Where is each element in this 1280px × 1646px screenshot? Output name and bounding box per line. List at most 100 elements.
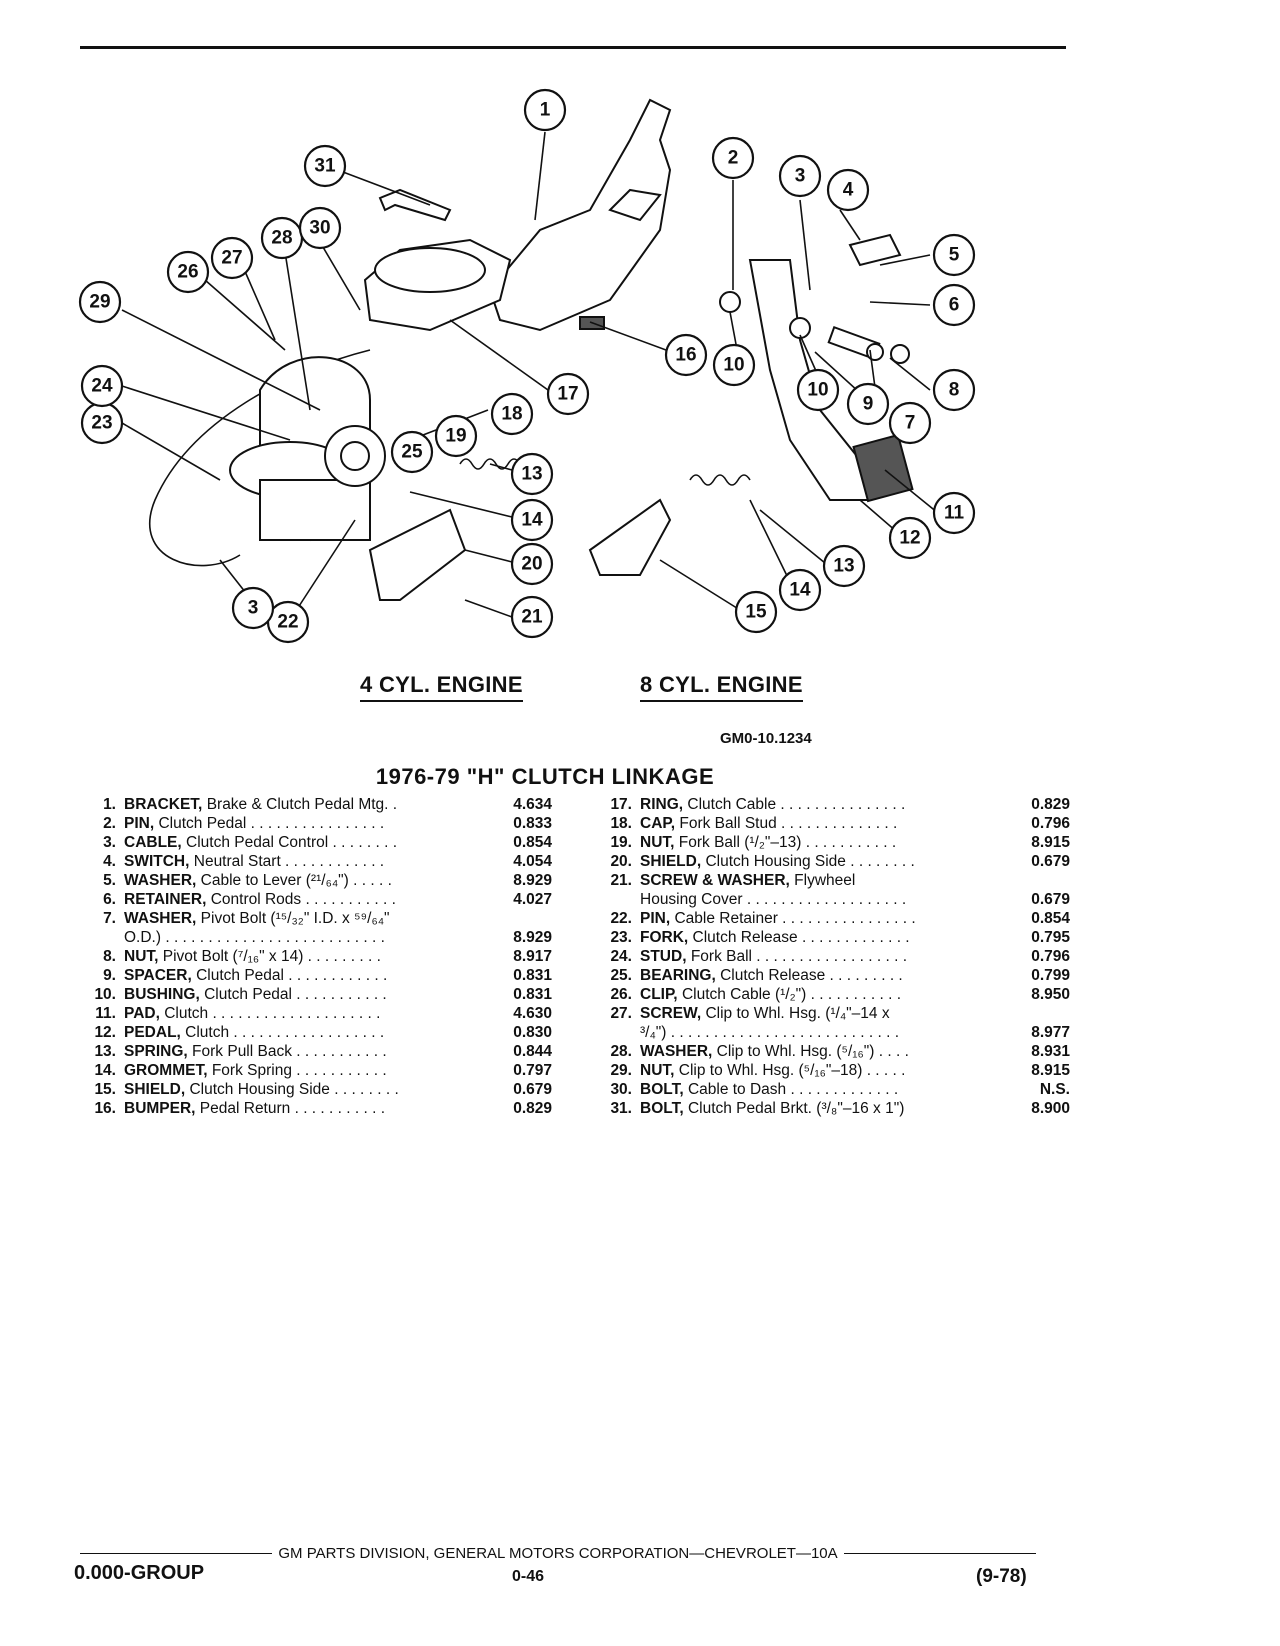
group-number: 0.844 xyxy=(513,1043,552,1060)
part-description: BOLT, Cable to Dash . . . . . . . . . . … xyxy=(640,1080,996,1099)
part-name: PAD, xyxy=(124,1005,160,1022)
part-name: BOLT, xyxy=(640,1100,684,1117)
svg-text:23: 23 xyxy=(91,413,112,434)
parts-list-row: O.D.) . . . . . . . . . . . . . . . . . … xyxy=(74,928,552,947)
parts-list-row: 25.BEARING, Clutch Release . . . . . . .… xyxy=(590,966,1070,985)
part-detail: Clip to Whl. Hsg. (⁵/₁₆"–18) . . . . . xyxy=(678,1062,906,1079)
callout-16: 16 xyxy=(664,333,708,377)
part-number: 28. xyxy=(610,1043,632,1060)
part-number: 4. xyxy=(103,853,116,870)
parts-list-row: 30.BOLT, Cable to Dash . . . . . . . . .… xyxy=(590,1080,1070,1099)
group-number: 8.929 xyxy=(513,872,552,889)
part-name: RETAINER, xyxy=(124,891,207,908)
part-detail: Fork Ball (¹/₂"–13) . . . . . . . . . . … xyxy=(678,834,897,851)
svg-text:31: 31 xyxy=(314,156,336,177)
parts-list-row: 24.STUD, Fork Ball . . . . . . . . . . .… xyxy=(590,947,1070,966)
part-description: Housing Cover . . . . . . . . . . . . . … xyxy=(640,890,996,909)
part-detail: Fork Ball Stud . . . . . . . . . . . . .… xyxy=(679,815,898,832)
section-title: 1976-79 "H" CLUTCH LINKAGE xyxy=(375,764,715,789)
svg-text:1: 1 xyxy=(540,100,551,121)
part-detail: ³/₄") . . . . . . . . . . . . . . . . . … xyxy=(640,1024,900,1041)
callout-17: 17 xyxy=(546,372,590,416)
part-detail: Clutch Pedal . . . . . . . . . . . xyxy=(204,986,387,1003)
callouts: 1 2 3 4 5 6 7 8 9 10 10 11 12 13 13 14 1… xyxy=(78,88,976,644)
part-detail: Control Rods . . . . . . . . . . . xyxy=(210,891,396,908)
callout-26: 26 xyxy=(166,250,210,294)
group-number: 0.796 xyxy=(1031,948,1070,965)
part-number: 14. xyxy=(94,1062,116,1079)
part-number: 16. xyxy=(94,1100,116,1117)
part-name: SPRING, xyxy=(124,1043,188,1060)
part-detail: Cable to Dash . . . . . . . . . . . . . xyxy=(687,1081,899,1098)
part-number: 10. xyxy=(94,986,116,1003)
svg-text:24: 24 xyxy=(91,376,113,397)
parts-list-row: 11.PAD, Clutch . . . . . . . . . . . . .… xyxy=(74,1004,552,1023)
part-detail: Clutch Pedal Brkt. (³/₈"–16 x 1") xyxy=(687,1100,905,1117)
parts-list-row: 21.SCREW & WASHER, Flywheel xyxy=(590,871,1070,890)
svg-text:11: 11 xyxy=(944,503,965,524)
svg-text:12: 12 xyxy=(899,528,920,549)
parts-list-row: 10.BUSHING, Clutch Pedal . . . . . . . .… xyxy=(74,985,552,1004)
part-detail: Clutch Pedal . . . . . . . . . . . . xyxy=(196,967,388,984)
part-number: 15. xyxy=(94,1081,116,1098)
footer-rule-left xyxy=(80,1552,273,1555)
part-detail: Clutch Cable (¹/₂") . . . . . . . . . . … xyxy=(681,986,902,1003)
footer-group: 0.000-GROUP xyxy=(74,1562,205,1584)
svg-text:13: 13 xyxy=(833,556,854,577)
part-number: 8. xyxy=(103,948,116,965)
part-detail: Clutch . . . . . . . . . . . . . . . . .… xyxy=(164,1005,381,1022)
callout-31: 31 xyxy=(303,144,347,188)
part-detail: Fork Spring . . . . . . . . . . . xyxy=(211,1062,387,1079)
group-number: 0.831 xyxy=(513,967,552,984)
part-name: SCREW & WASHER, xyxy=(640,872,790,889)
callout-8: 8 xyxy=(932,368,976,412)
svg-text:3: 3 xyxy=(795,166,806,187)
callout-6: 6 xyxy=(932,283,976,327)
part-name: CLIP, xyxy=(640,986,678,1003)
svg-text:28: 28 xyxy=(271,228,292,249)
part-number: 9. xyxy=(103,967,116,984)
svg-text:6: 6 xyxy=(949,295,960,316)
part-name: CABLE, xyxy=(124,834,182,851)
part-number: 22. xyxy=(610,910,632,927)
part-description: WASHER, Clip to Whl. Hsg. (⁵/₁₆") . . . … xyxy=(640,1042,996,1061)
svg-text:19: 19 xyxy=(445,426,466,447)
callout-7: 7 xyxy=(888,401,932,445)
footer-division-text: GM PARTS DIVISION, GENERAL MOTORS CORPOR… xyxy=(278,1545,838,1562)
parts-list-row: ³/₄") . . . . . . . . . . . . . . . . . … xyxy=(590,1023,1070,1042)
part-name: WASHER, xyxy=(124,910,197,927)
footer-date: (9-78) xyxy=(976,1566,1027,1587)
group-number: 8.915 xyxy=(1031,1062,1070,1079)
callout-10b: 10 xyxy=(796,368,840,412)
part-description: PIN, Clutch Pedal . . . . . . . . . . . … xyxy=(124,814,478,833)
group-number: 0.679 xyxy=(1031,853,1070,870)
part-detail: Clutch Housing Side . . . . . . . . xyxy=(705,853,915,870)
callout-28: 28 xyxy=(260,216,304,260)
part-detail: Flywheel xyxy=(794,872,856,889)
parts-list-row: 15.SHIELD, Clutch Housing Side . . . . .… xyxy=(74,1080,552,1099)
svg-text:15: 15 xyxy=(745,602,767,623)
parts-list-row: 22.PIN, Cable Retainer . . . . . . . . .… xyxy=(590,909,1070,928)
svg-text:13: 13 xyxy=(521,464,542,485)
group-number: 4.027 xyxy=(513,891,552,908)
footer-division-line: GM PARTS DIVISION, GENERAL MOTORS CORPOR… xyxy=(80,1545,1037,1562)
part-detail: Clip to Whl. Hsg. (¹/₄"–14 x xyxy=(705,1005,890,1022)
group-number: 4.054 xyxy=(513,853,552,870)
part-detail: Clutch Pedal . . . . . . . . . . . . . .… xyxy=(158,815,385,832)
callout-14a: 14 xyxy=(510,498,554,542)
part-description: CAP, Fork Ball Stud . . . . . . . . . . … xyxy=(640,814,996,833)
part-name: BRACKET, xyxy=(124,796,203,813)
part-name: PIN, xyxy=(124,815,155,832)
part-name: NUT, xyxy=(640,834,675,851)
parts-list-row: 13.SPRING, Fork Pull Back . . . . . . . … xyxy=(74,1042,552,1061)
part-description: SPRING, Fork Pull Back . . . . . . . . .… xyxy=(124,1042,478,1061)
part-number: 2. xyxy=(103,815,116,832)
part-number: 20. xyxy=(610,853,632,870)
part-description: NUT, Pivot Bolt (⁷/₁₆" x 14) . . . . . .… xyxy=(124,947,478,966)
callout-20: 20 xyxy=(510,542,554,586)
callout-4: 4 xyxy=(826,168,870,212)
group-number: 0.854 xyxy=(513,834,552,851)
part-description: STUD, Fork Ball . . . . . . . . . . . . … xyxy=(640,947,996,966)
part-number: 19. xyxy=(610,834,632,851)
callout-29: 29 xyxy=(78,280,122,324)
